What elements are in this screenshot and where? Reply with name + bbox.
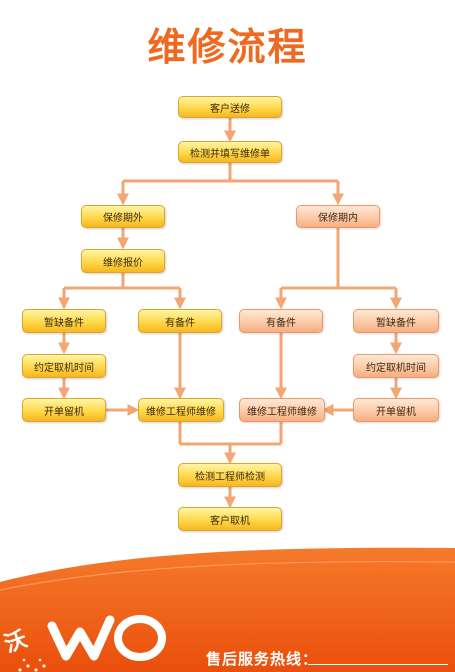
node-right-open-ticket: 开单留机 [353,398,439,422]
node-left-shortage: 暂缺备件 [22,309,106,333]
node-inspect-fill: 检测并填写维修单 [178,141,282,163]
node-customer-pickup: 客户取机 [178,507,282,531]
node-customer-send: 客户送修 [178,96,282,118]
node-engineer-test: 检测工程师检测 [178,463,282,487]
node-left-have-parts: 有备件 [138,309,222,333]
node-left-open-ticket: 开单留机 [22,398,106,422]
node-left-engineer-repair: 维修工程师维修 [138,398,224,422]
node-in-warranty: 保修期内 [296,205,380,228]
footer-banner [0,547,455,672]
logo-dots [18,658,46,672]
flowchart-connectors [58,118,402,509]
node-out-of-warranty: 保修期外 [81,205,165,228]
node-right-engineer-repair: 维修工程师维修 [239,398,325,422]
node-right-have-parts: 有备件 [239,309,323,333]
node-right-shortage: 暂缺备件 [353,309,439,333]
hotline-underline [308,664,448,665]
node-repair-quote: 维修报价 [81,249,165,273]
node-left-appointment: 约定取机时间 [22,354,106,378]
wo-logo-mark [47,615,166,661]
node-right-appointment: 约定取机时间 [353,354,439,378]
page-title: 维修流程 [147,25,308,69]
hotline-label: 售后服务热线： [206,650,319,668]
